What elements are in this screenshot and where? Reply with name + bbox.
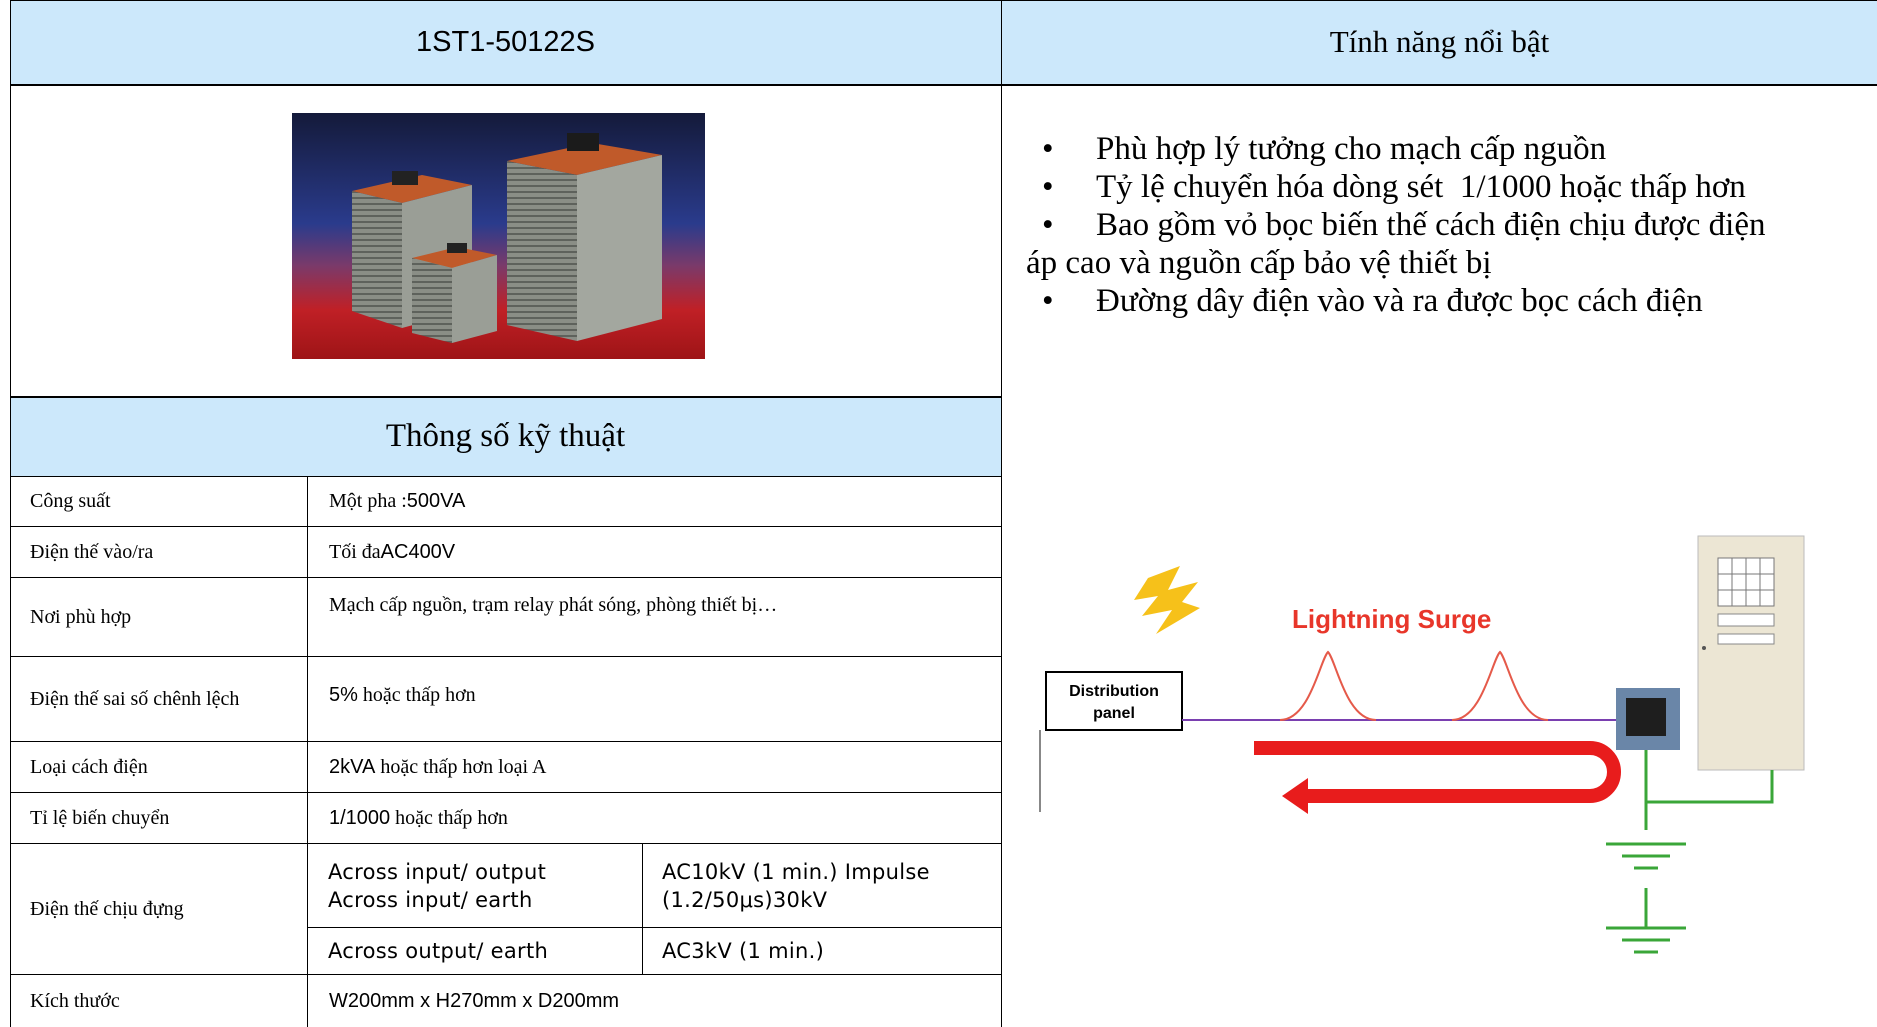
product-photo <box>292 113 705 359</box>
ground-symbol-icon <box>1606 926 1686 954</box>
grid-line <box>10 84 1877 86</box>
spec-label-suitable: Nơi phù hợp <box>30 605 132 628</box>
surge-diagram: Distribution panel Lightning Surge <box>1030 530 1805 970</box>
spec-value-deviation: 5% hoặc thấp hơn <box>308 657 1001 733</box>
withstand-a-label: Across input/ output Across input/ earth <box>308 844 642 927</box>
distribution-panel-box <box>1045 671 1183 731</box>
spec-label-power: Công suất <box>30 489 111 512</box>
feature-text: Bao gồm vỏ bọc biến thế cách điện chịu đ… <box>1096 207 1766 243</box>
withstand-b-label: Across output/ earth <box>328 939 549 963</box>
grid-line <box>10 656 1002 657</box>
insulation-num: 2kVA <box>329 755 376 778</box>
withstand-a-line2: Across input/ earth <box>328 887 533 912</box>
grid-line <box>10 0 1877 1</box>
lightning-bolt-icon <box>1134 566 1200 634</box>
spec-value-ratio: 1/1000 hoặc thấp hơn <box>308 793 1001 843</box>
grid-line <box>10 0 11 1027</box>
withstand-a-value: AC10kV (1 min.) Impulse (1.2/50μs)30kV <box>643 844 1001 927</box>
ratio-num: 1/1000 <box>329 806 391 829</box>
feature-item: • Đường dây điện vào và ra được bọc cách… <box>1026 282 1876 320</box>
feature-text: Phù hợp lý tưởng cho mạch cấp nguồn <box>1096 131 1607 167</box>
model-header: 1ST1-50122S <box>10 0 1001 84</box>
deviation-num: 5% <box>329 683 358 706</box>
spec-value-size: W200mm x H270mm x D200mm <box>329 989 620 1012</box>
surge-label: Lightning Surge <box>1292 604 1491 634</box>
grid-line <box>10 476 1002 477</box>
grid-line <box>10 974 1002 975</box>
feature-item: • Bao gồm vỏ bọc biến thế cách điện chịu… <box>1026 206 1876 244</box>
spec-label-size: Kích thước <box>30 989 120 1012</box>
grid-line <box>10 577 1002 578</box>
return-arrow <box>1254 741 1621 803</box>
surge-pulse <box>1451 650 1549 721</box>
withstand-b-value: AC3kV (1 min.) <box>662 939 825 963</box>
spec-title: Thông số kỹ thuật <box>385 418 626 454</box>
spec-value-insulation: 2kVA hoặc thấp hơn loại A <box>308 742 1001 792</box>
bullet: • <box>1042 283 1054 319</box>
feature-text: Đường dây điện vào và ra được bọc cách đ… <box>1096 283 1703 319</box>
feature-item: • Phù hợp lý tưởng cho mạch cấp nguồn <box>1026 130 1876 168</box>
spec-value-suitable: Mạch cấp nguồn, trạm relay phát sóng, ph… <box>329 594 778 616</box>
withstand-a-val-line2: (1.2/50μs)30kV <box>662 887 828 912</box>
distribution-panel-line1: Distribution <box>1069 683 1159 700</box>
spec-label-deviation: Điện thế sai số chênh lệch <box>30 687 240 710</box>
voltage-prefix: Tối đa <box>329 540 381 563</box>
spec-value-power: Một pha : 500VA <box>308 477 1001 525</box>
grid-line <box>308 927 1002 928</box>
feature-text: áp cao và nguồn cấp bảo vệ thiết bị <box>1026 245 1492 281</box>
deviation-suffix: hoặc thấp hơn <box>357 683 476 706</box>
model-title: 1ST1-50122S <box>416 25 595 58</box>
grid-line <box>10 792 1002 793</box>
power-value: 500VA <box>406 489 466 512</box>
document-page: 1ST1-50122S Tính năng nổi bật <box>10 0 1877 1027</box>
spec-title-row: Thông số kỹ thuật <box>10 397 1001 476</box>
feature-list: • Phù hợp lý tưởng cho mạch cấp nguồn • … <box>1026 130 1876 320</box>
ground-symbol-icon <box>1606 842 1686 870</box>
feature-item-continuation: áp cao và nguồn cấp bảo vệ thiết bị <box>1026 244 1876 282</box>
spec-value-voltage: Tối đa AC400V <box>308 527 1001 577</box>
grid-line <box>10 526 1002 527</box>
grid-line <box>10 396 1002 398</box>
distribution-panel-line2: panel <box>1093 705 1135 722</box>
spec-label-ratio: Tỉ lệ biến chuyển <box>30 806 170 829</box>
arrow-head-icon <box>1282 778 1308 814</box>
withstand-a-val-line1: AC10kV (1 min.) Impulse <box>662 859 930 884</box>
spec-label-withstand: Điện thế chịu đựng <box>30 897 184 920</box>
bullet: • <box>1042 207 1054 243</box>
ground-wire <box>1646 770 1774 804</box>
grid-line <box>10 741 1002 742</box>
features-title: Tính năng nổi bật <box>1329 24 1550 59</box>
surge-pulse <box>1279 650 1377 721</box>
bullet: • <box>1042 131 1054 167</box>
feature-item: • Tỷ lệ chuyển hóa dòng sét 1/1000 hoặc … <box>1026 168 1876 206</box>
voltage-value: AC400V <box>380 540 456 563</box>
power-prefix: Một pha : <box>329 489 407 512</box>
withstand-a-line1: Across input/ output <box>328 859 547 884</box>
grid-line <box>307 476 308 1027</box>
ratio-suffix: hoặc thấp hơn <box>390 806 508 829</box>
grid-line <box>1001 0 1002 1027</box>
spec-label-insulation: Loại cách điện <box>30 755 148 778</box>
grid-line <box>642 843 643 975</box>
insulation-suffix: hoặc thấp hơn loại A <box>375 755 547 778</box>
features-header: Tính năng nổi bật <box>1002 0 1877 84</box>
feature-text: Tỷ lệ chuyển hóa dòng sét 1/1000 hoặc th… <box>1096 169 1746 205</box>
grid-line <box>10 843 1002 844</box>
bullet: • <box>1042 169 1054 205</box>
spec-label-voltage: Điện thế vào/ra <box>30 540 154 563</box>
